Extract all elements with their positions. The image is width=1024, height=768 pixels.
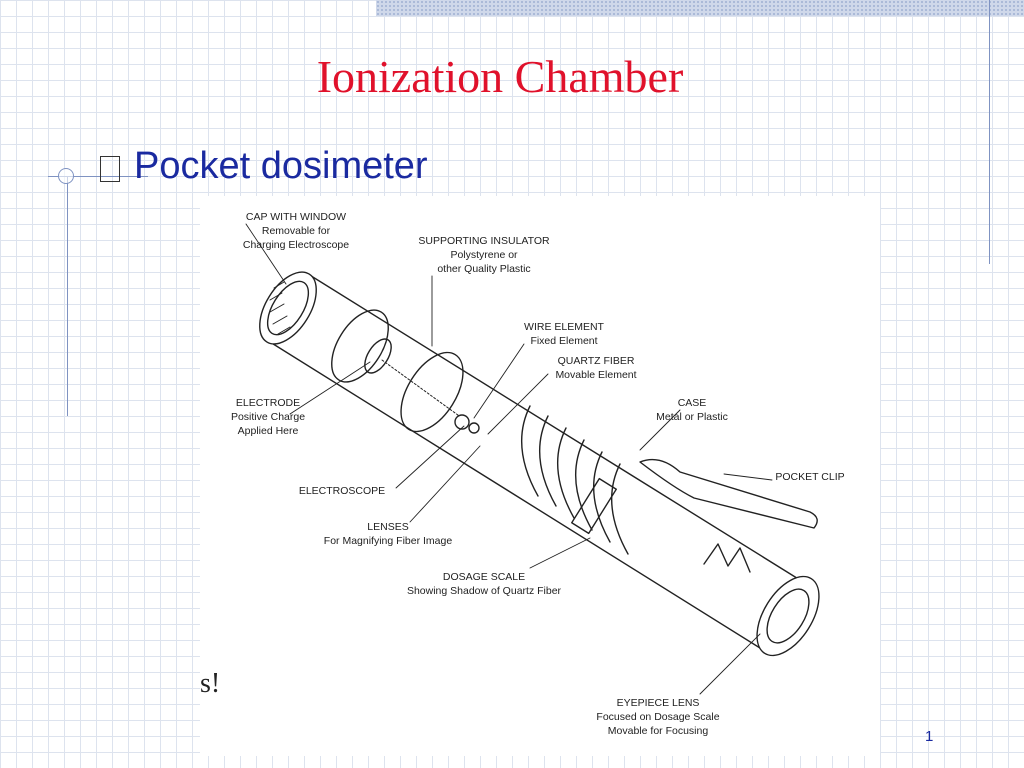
dosimeter-diagram: CAP WITH WINDOW Removable for Charging E… xyxy=(200,196,880,756)
label-eyepiece-1: EYEPIECE LENS xyxy=(617,697,700,709)
label-insulator-3: other Quality Plastic xyxy=(437,263,530,275)
label-cap-1: CAP WITH WINDOW xyxy=(246,211,346,223)
label-electrode-2: Positive Charge xyxy=(231,411,305,423)
tube-top-edge xyxy=(307,273,801,581)
dosimeter-drawing: CAP WITH WINDOW Removable for Charging E… xyxy=(231,211,845,737)
inner-ring-2 xyxy=(400,351,464,433)
top-decorative-band xyxy=(376,0,1024,16)
right-accent-line xyxy=(989,0,990,264)
label-cap-3: Charging Electroscope xyxy=(243,239,349,251)
wire xyxy=(381,359,463,419)
label-wire-1: WIRE ELEMENT xyxy=(524,321,605,333)
label-electrode-1: ELECTRODE xyxy=(236,397,300,409)
label-quartz-1: QUARTZ FIBER xyxy=(558,355,635,367)
electrode-cap xyxy=(364,338,392,374)
label-lenses-1: LENSES xyxy=(367,521,408,533)
label-quartz-2: Movable Element xyxy=(555,369,636,381)
label-insulator-1: SUPPORTING INSULATOR xyxy=(418,235,550,247)
bullet-text: Pocket dosimeter xyxy=(134,145,428,187)
label-case-1: CASE xyxy=(678,397,707,409)
cutaway-edge xyxy=(703,543,751,573)
label-cap-2: Removable for xyxy=(262,225,331,237)
pocket-clip-shape xyxy=(639,458,818,529)
label-electrode-3: Applied Here xyxy=(238,425,299,437)
electroscope-head xyxy=(454,414,470,430)
label-eyepiece-2: Focused on Dosage Scale xyxy=(596,711,719,723)
label-scale-2: Showing Shadow of Quartz Fiber xyxy=(407,585,562,597)
cap-end xyxy=(259,271,317,345)
tube-bottom-edge xyxy=(269,341,761,649)
label-wire-2: Fixed Element xyxy=(530,335,597,347)
slide-title: Ionization Chamber xyxy=(316,51,684,102)
ribbed-lens-housing xyxy=(520,405,629,555)
label-scale-1: DOSAGE SCALE xyxy=(443,571,525,583)
left-accent-line xyxy=(67,176,68,416)
eyepiece-lens xyxy=(766,588,810,644)
left-accent-hline xyxy=(48,176,148,177)
label-eyepiece-3: Movable for Focusing xyxy=(608,725,709,737)
label-case-2: Metal or Plastic xyxy=(656,411,728,423)
accent-circle xyxy=(58,168,74,184)
label-electroscope: ELECTROSCOPE xyxy=(299,485,385,497)
page-number: 1 xyxy=(925,728,934,745)
label-lenses-2: For Magnifying Fiber Image xyxy=(324,535,453,547)
stray-text: s! xyxy=(200,668,221,699)
bullet-item: Pocket dosimeter xyxy=(100,145,428,188)
dosage-scale-window xyxy=(571,477,617,535)
cap-inner xyxy=(266,280,310,336)
label-pocket-clip: POCKET CLIP xyxy=(775,471,844,483)
inner-ring-1 xyxy=(331,309,389,383)
eyepiece-end xyxy=(756,575,820,657)
label-insulator-2: Polystyrene or xyxy=(450,249,518,261)
bullet-box-icon xyxy=(100,155,120,182)
